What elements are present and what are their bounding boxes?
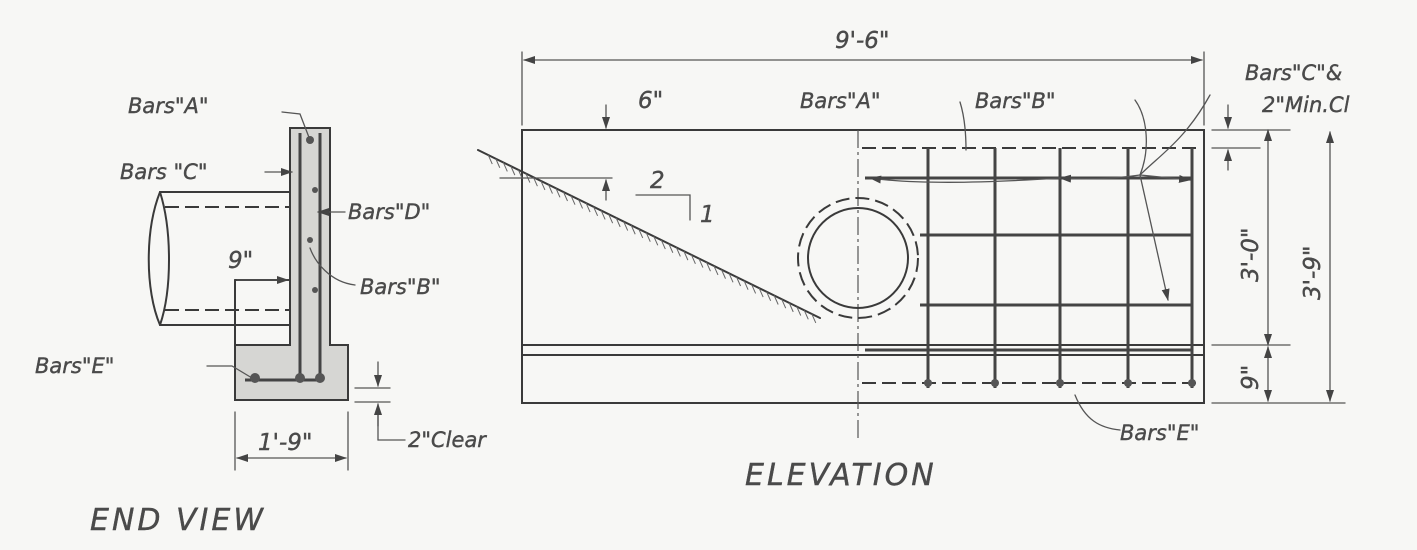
top-offset-dim: 6" — [638, 88, 663, 114]
ground-hatch-mark — [502, 162, 508, 172]
ground-hatch-mark — [743, 280, 749, 290]
end-view: Bars"A" Bars "C" Bars"D" Bars"B" Bars"E"… — [35, 94, 488, 538]
ground-hatch-mark — [623, 221, 629, 231]
ground-hatch-mark — [751, 284, 757, 294]
elevation-bars-b-label: Bars"B" — [975, 89, 1056, 113]
ground-hatch-mark — [600, 210, 606, 220]
ground-hatch-mark — [495, 158, 501, 168]
overall-length-dim: 9'-6" — [835, 28, 889, 54]
elevation-pipe — [797, 197, 919, 319]
ground-hatch-mark — [796, 306, 802, 316]
ground-hatch-mark — [593, 206, 599, 216]
ground-hatch-mark — [615, 217, 621, 228]
ground-hatch-mark — [728, 273, 734, 283]
elevation-bars-c-d-label: Bars"C"& — [1245, 61, 1342, 85]
slope-run: 1 — [700, 202, 715, 228]
ground-hatch-mark — [608, 213, 614, 224]
ground-hatch-mark — [578, 199, 584, 209]
ground-hatch-mark — [736, 276, 742, 287]
ground-hatch-mark — [788, 302, 794, 313]
ground-hatch-mark — [721, 269, 726, 279]
ground-hatch-mark — [660, 239, 666, 250]
end-view-clear-dim: 2"Clear — [408, 428, 487, 452]
min-clear-dim: 2"Min.Cl — [1262, 93, 1350, 117]
elevation-bars-a-label: Bars"A" — [800, 89, 881, 113]
ground-hatch-mark — [781, 298, 787, 309]
ground-hatch-mark — [758, 287, 764, 298]
end-view-bars-d-label: Bars"D" — [348, 200, 430, 224]
wall-height-dim: 3'-0" — [1238, 228, 1264, 282]
ground-hatch-mark — [713, 265, 719, 276]
elevation-wall-outline — [521, 129, 1205, 404]
elevation-dimensions — [499, 51, 1346, 404]
ground-hatch-mark — [803, 310, 809, 320]
elevation-title: ELEVATION — [745, 458, 937, 493]
end-view-bars-b-label: Bars"B" — [360, 275, 441, 299]
end-view-base-width-dim: 1'-9" — [258, 430, 312, 456]
ground-hatch-mark — [811, 313, 817, 324]
ground-hatch-mark — [487, 154, 493, 165]
ground-hatch-mark — [630, 225, 636, 235]
ground-hatch-mark — [555, 188, 561, 198]
end-view-leaders — [206, 111, 406, 441]
ground-hatch-mark — [653, 236, 659, 246]
end-view-bars-a-label: Bars"A" — [128, 94, 209, 118]
end-view-title: END VIEW — [90, 503, 266, 538]
elevation-leaders — [869, 94, 1211, 431]
ground-hatch-mark — [570, 195, 576, 205]
ground-hatch-mark — [540, 180, 546, 191]
slope-rise: 2 — [650, 168, 665, 194]
ground-hatch-mark — [773, 295, 779, 305]
ground-hatch-mark — [585, 202, 591, 213]
ground-hatch-mark — [690, 254, 696, 265]
ground-hatch-mark — [675, 247, 681, 257]
end-view-bars-c-label: Bars "C" — [120, 160, 208, 184]
ground-hatch-mark — [547, 184, 553, 194]
elevation-bars-e-label: Bars"E" — [1120, 421, 1199, 445]
ground-hatch-mark — [683, 250, 689, 261]
end-view-dimensions — [234, 276, 391, 471]
ground-hatch-mark — [705, 262, 711, 272]
ground-hatch-mark — [510, 165, 516, 176]
ground-hatch-mark — [638, 228, 644, 239]
ground-hatch-mark — [698, 258, 704, 268]
ground-hatch-mark — [766, 291, 772, 301]
footing-dim: 9" — [1238, 365, 1264, 390]
ground-hatch-mark — [668, 243, 674, 253]
end-view-pipe — [147, 191, 301, 326]
elevation: 9'-6" 6" Bars"A" Bars"B" Bars"C"& 2"Min.… — [477, 28, 1350, 493]
total-height-dim: 3'-9" — [1300, 246, 1326, 300]
ground-hatch-mark — [645, 232, 651, 242]
ground-hatch-mark — [532, 177, 538, 187]
ground-hatch-mark — [517, 169, 523, 180]
ground-hatch-mark — [563, 191, 568, 202]
end-view-pipe-offset-dim: 9" — [228, 248, 253, 274]
elevation-rebar-grid — [862, 147, 1196, 388]
ground-slope — [477, 149, 821, 324]
end-view-bars-e-label: Bars"E" — [35, 354, 114, 378]
